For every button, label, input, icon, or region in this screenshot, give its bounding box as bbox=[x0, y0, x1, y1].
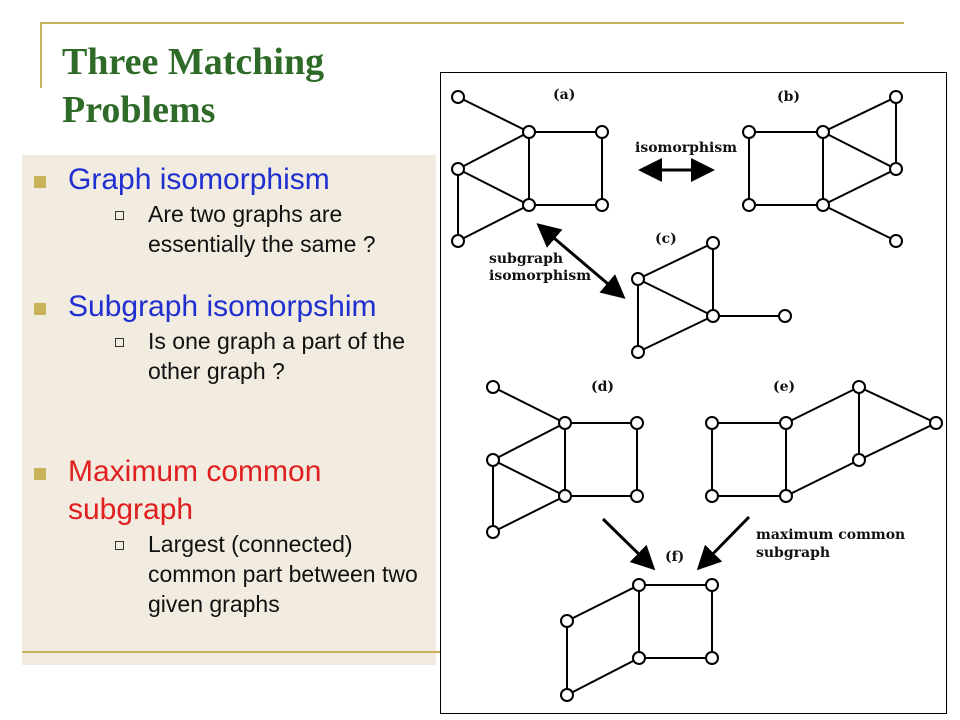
square-bullet-icon bbox=[34, 303, 46, 315]
bullet-text: Subgraph isomorpshim bbox=[68, 290, 377, 323]
label-d: (d) bbox=[591, 379, 614, 395]
sub-bullet-text: Are two graphs are essentially the same … bbox=[148, 201, 376, 257]
graph-d bbox=[486, 380, 644, 539]
bullet-text: Maximum common subgraph bbox=[68, 455, 322, 526]
hollow-square-bullet-icon bbox=[115, 541, 124, 550]
label-a: (a) bbox=[553, 87, 575, 103]
square-bullet-icon bbox=[34, 176, 46, 188]
arrow-e-to-f bbox=[696, 515, 751, 571]
graph-f bbox=[560, 578, 719, 702]
accent-line-left bbox=[40, 22, 42, 88]
graph-b bbox=[742, 90, 903, 248]
accent-line-top bbox=[40, 22, 904, 24]
graph-e bbox=[705, 380, 943, 503]
label-subgraph-isomorphism-line1: subgraph bbox=[489, 251, 563, 267]
label-b: (b) bbox=[777, 89, 800, 105]
label-isomorphism: isomorphism bbox=[635, 140, 737, 156]
graph-matching-figure: (a) (b) isomorphism bbox=[440, 72, 947, 714]
label-subgraph-isomorphism-line2: isomorphism bbox=[489, 268, 591, 284]
slide-title: Three Matching Problems bbox=[62, 41, 325, 131]
graph-c bbox=[631, 236, 792, 359]
graph-matching-diagram: (a) (b) isomorphism bbox=[451, 87, 943, 702]
bullet-text: Graph isomorphism bbox=[68, 163, 330, 196]
sub-bullet: Are two graphs are essentially the same … bbox=[68, 199, 436, 259]
bullet-panel: Graph isomorphism Are two graphs are ess… bbox=[22, 155, 436, 665]
hollow-square-bullet-icon bbox=[115, 338, 124, 347]
accent-line-bottom bbox=[22, 651, 440, 653]
label-e: (e) bbox=[773, 379, 795, 395]
graph-a bbox=[451, 90, 609, 248]
square-bullet-icon bbox=[34, 468, 46, 480]
sub-bullet: Is one graph a part of the other graph ? bbox=[68, 326, 436, 386]
label-mcs-line2: subgraph bbox=[756, 545, 830, 561]
label-mcs-line1: maximum common bbox=[756, 527, 905, 543]
sub-bullet: Largest (connected) common part between … bbox=[68, 529, 436, 619]
sub-bullet-text: Largest (connected) common part between … bbox=[148, 531, 418, 617]
sub-bullet-text: Is one graph a part of the other graph ? bbox=[148, 328, 406, 384]
arrow-d-to-f bbox=[601, 517, 656, 571]
bullet-graph-isomorphism: Graph isomorphism Are two graphs are ess… bbox=[22, 161, 436, 259]
subgraph-isomorphism-arrow bbox=[536, 223, 626, 299]
hollow-square-bullet-icon bbox=[115, 211, 124, 220]
bullet-subgraph-isomorphism: Subgraph isomorpshim Is one graph a part… bbox=[22, 288, 436, 386]
label-c: (c) bbox=[655, 231, 677, 247]
bullet-maximum-common-subgraph: Maximum common subgraph Largest (connect… bbox=[22, 453, 436, 619]
label-f: (f) bbox=[665, 549, 684, 565]
